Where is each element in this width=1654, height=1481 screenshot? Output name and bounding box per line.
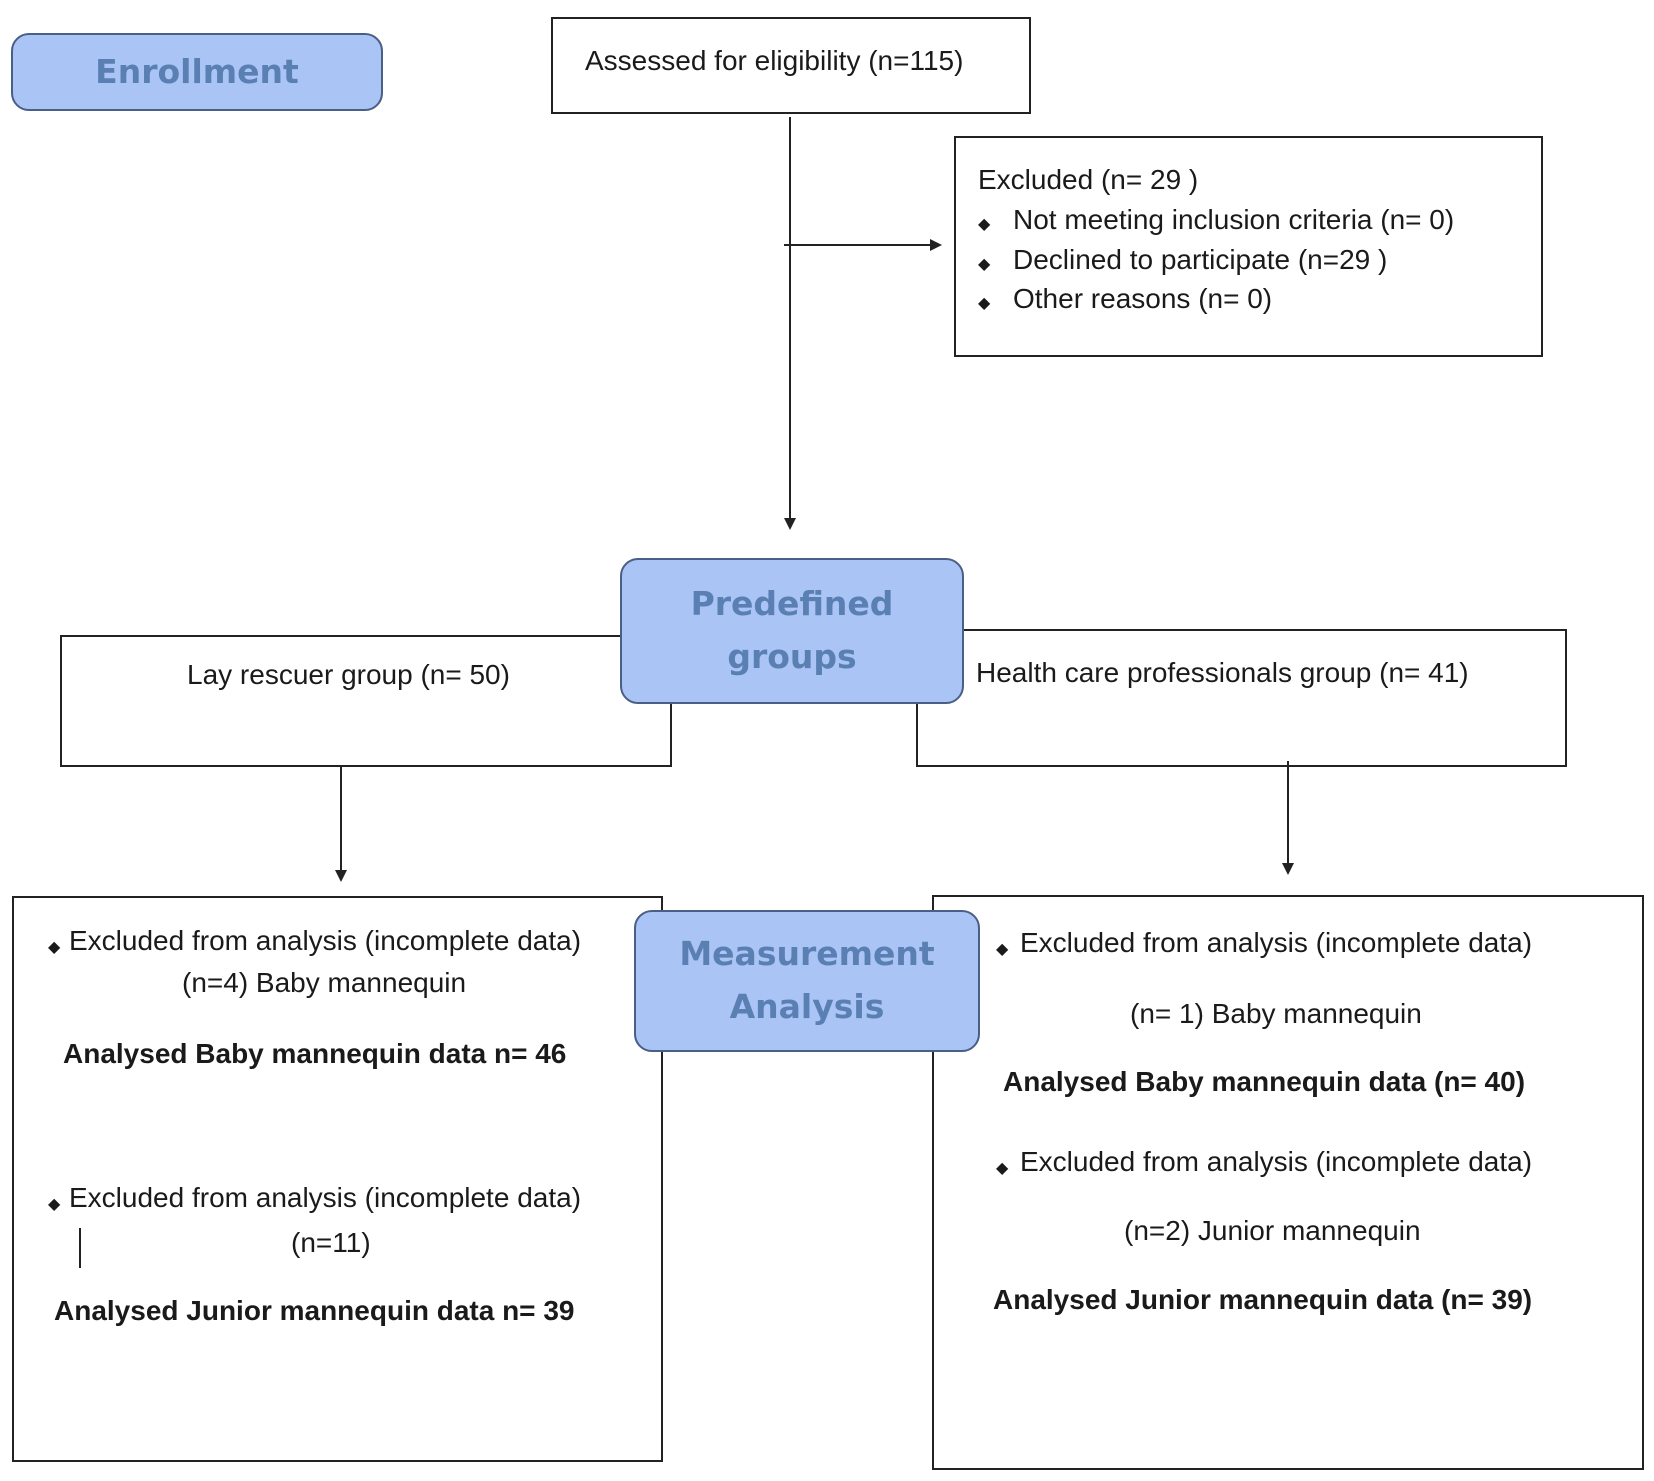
excluded-item: Not meeting inclusion criteria (n= 0) <box>1013 204 1455 235</box>
bullet-icon: ◆ <box>978 295 991 312</box>
stage-measurement-analysis: Measurement Analysis <box>634 910 980 1052</box>
hcp-excluded-junior-line1: Excluded from analysis (incomplete data) <box>1020 1146 1533 1177</box>
hcp-excluded-baby-line2: (n= 1) Baby mannequin <box>1130 998 1422 1029</box>
stage-enrollment-label: Enrollment <box>95 51 299 91</box>
hcp-analysed-baby: Analysed Baby mannequin data (n= 40) <box>1003 1066 1526 1097</box>
excluded-box: Excluded (n= 29 ) ◆ Not meeting inclusio… <box>954 136 1543 357</box>
bullet-icon: ◆ <box>996 941 1009 958</box>
excluded-title: Excluded (n= 29 ) <box>978 164 1199 195</box>
lay-excluded-baby-line1: Excluded from analysis (incomplete data) <box>69 925 582 956</box>
hcp-excluded-baby-line1: Excluded from analysis (incomplete data) <box>1020 927 1533 958</box>
bullet-icon: ◆ <box>978 216 991 233</box>
stage-predefined-line1: Predefined <box>690 584 894 624</box>
hcp-group-box: Health care professionals group (n= 41) <box>916 629 1567 767</box>
lay-excluded-baby-line2: (n=4) Baby mannequin <box>182 967 467 998</box>
lay-excluded-junior-line1: Excluded from analysis (incomplete data) <box>69 1182 582 1213</box>
lay-analysed-baby: Analysed Baby mannequin data n= 46 <box>63 1038 567 1069</box>
hcp-analysed-junior: Analysed Junior mannequin data (n= 39) <box>993 1284 1533 1315</box>
bullet-icon: ◆ <box>978 256 991 273</box>
assessed-text: Assessed for eligibility (n=115) <box>585 45 964 76</box>
stage-predefined-line2: groups <box>727 637 857 676</box>
excluded-item: Declined to participate (n=29 ) <box>1013 244 1388 275</box>
lay-analysis-box: ◆ Excluded from analysis (incomplete dat… <box>12 896 663 1462</box>
lay-analysed-junior: Analysed Junior mannequin data n= 39 <box>54 1295 575 1326</box>
hcp-excluded-junior-line2: (n=2) Junior mannequin <box>1124 1215 1421 1246</box>
stage-measurement-line2: Analysis <box>729 987 885 1026</box>
assessed-box: Assessed for eligibility (n=115) <box>551 17 1031 114</box>
lay-excluded-junior-line2: (n=11) <box>291 1227 371 1258</box>
lay-rescuer-group-box: Lay rescuer group (n= 50) <box>60 635 672 767</box>
bullet-icon: ◆ <box>48 1196 61 1213</box>
lay-rescuer-group-label: Lay rescuer group (n= 50) <box>187 659 510 690</box>
bullet-icon: ◆ <box>48 939 61 956</box>
hcp-analysis-box: ◆ Excluded from analysis (incomplete dat… <box>932 895 1644 1470</box>
excluded-item: Other reasons (n= 0) <box>1013 283 1273 314</box>
hcp-group-label: Health care professionals group (n= 41) <box>976 657 1469 688</box>
stage-enrollment: Enrollment <box>11 33 383 111</box>
stage-predefined-groups: Predefined groups <box>620 558 964 704</box>
stage-measurement-line1: Measurement <box>679 934 935 974</box>
bullet-icon: ◆ <box>996 1160 1009 1177</box>
